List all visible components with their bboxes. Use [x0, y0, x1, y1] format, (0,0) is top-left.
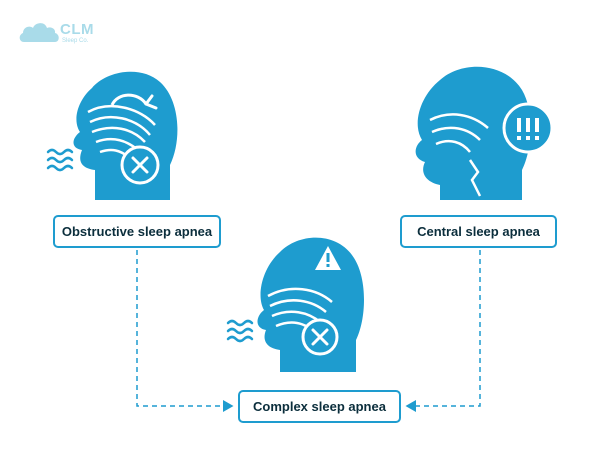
- logo-tagline: Sleep Co.: [62, 38, 89, 44]
- label-complex-sleep-apnea: Complex sleep apnea: [238, 390, 401, 423]
- complex-head-icon: [257, 237, 364, 372]
- label-obstructive-sleep-apnea: Obstructive sleep apnea: [53, 215, 221, 248]
- airflow-waves-icon: [226, 319, 254, 343]
- brand-logo: [18, 18, 128, 48]
- cloud-logo-icon: [19, 23, 59, 42]
- airflow-waves-icon: [46, 148, 74, 172]
- logo-name: CLM: [60, 21, 94, 38]
- label-central-sleep-apnea: Central sleep apnea: [400, 215, 557, 248]
- central-head-icon: [415, 66, 554, 200]
- connector-central-to-complex: [405, 250, 481, 412]
- connector-obstructive-to-complex: [136, 250, 234, 412]
- obstructive-head-icon: [73, 71, 178, 200]
